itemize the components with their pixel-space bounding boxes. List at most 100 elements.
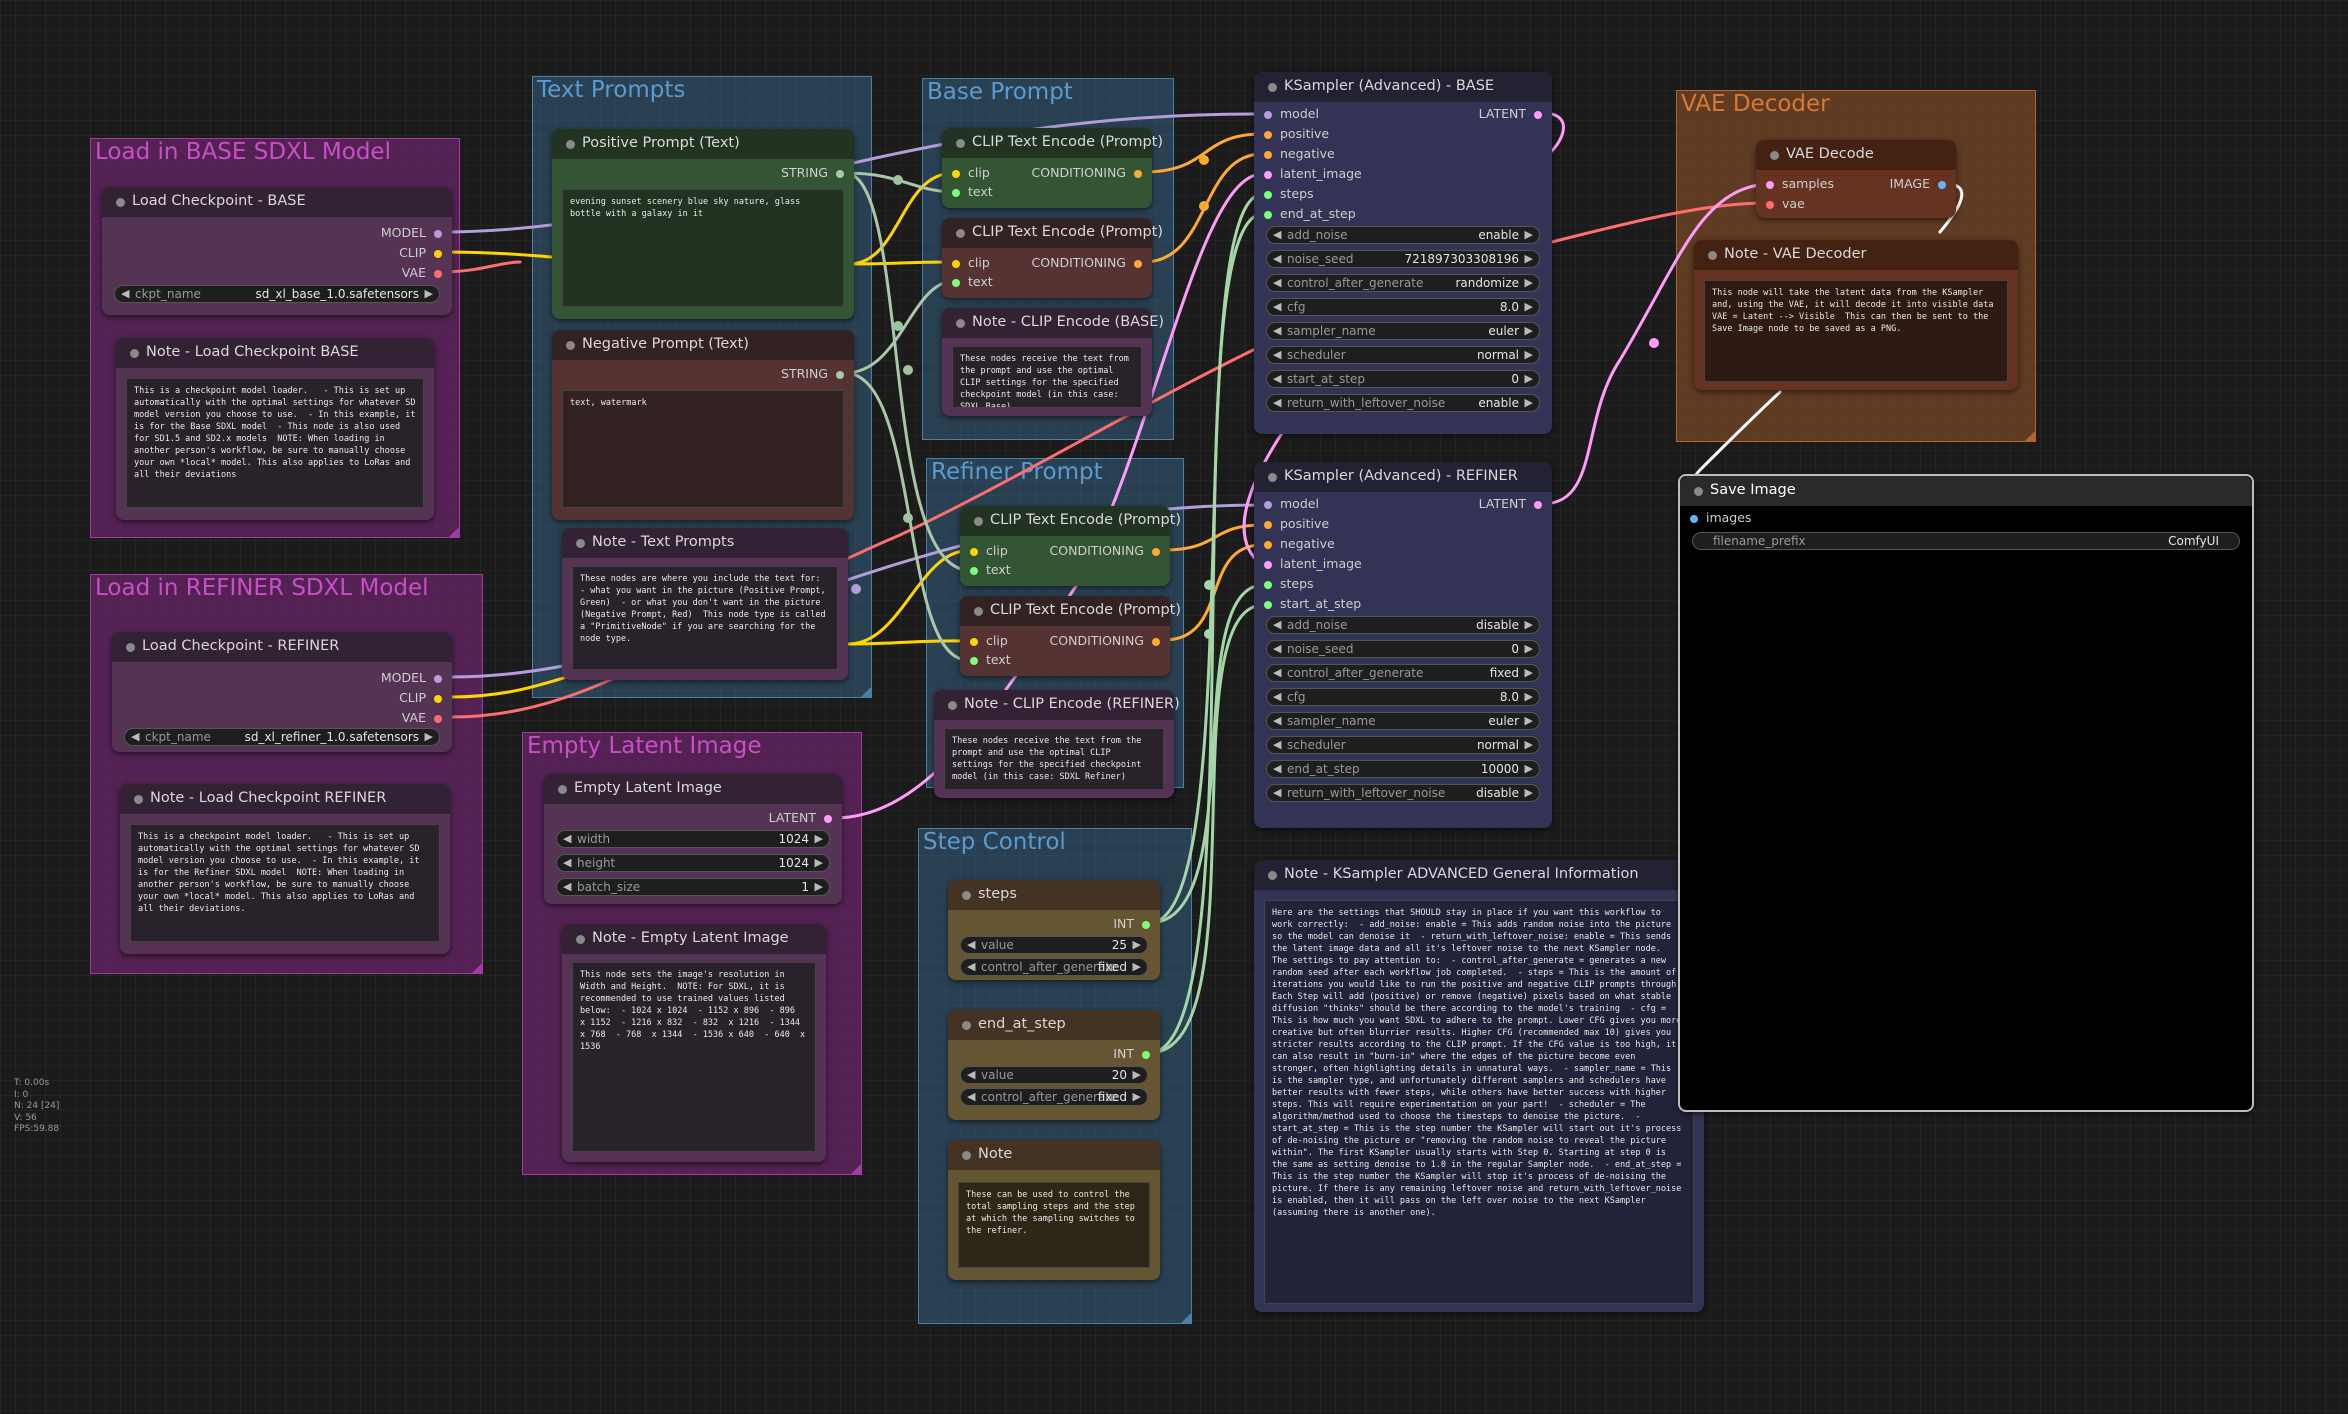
collapse-dot-icon[interactable] bbox=[962, 1021, 971, 1030]
collapse-dot-icon[interactable] bbox=[558, 785, 567, 794]
conditioning-port-dot[interactable] bbox=[1264, 130, 1272, 139]
output-model[interactable]: MODEL bbox=[381, 225, 442, 240]
increment-arrow-icon[interactable]: ▶ bbox=[814, 880, 823, 893]
node-title-bar[interactable]: end_at_step bbox=[948, 1010, 1160, 1040]
model-port-dot[interactable] bbox=[1264, 500, 1272, 509]
note-clip-encode-refiner[interactable]: Note - CLIP Encode (REFINER) These nodes… bbox=[934, 690, 1180, 798]
text-port-dot[interactable] bbox=[952, 278, 960, 287]
int-port-dot[interactable] bbox=[1142, 920, 1150, 929]
output-clip[interactable]: CLIP bbox=[399, 690, 442, 705]
input-end-at-step[interactable]: end_at_step bbox=[1264, 206, 1356, 221]
clip-text-encode-base-positive[interactable]: CLIP Text Encode (Prompt) clip text COND… bbox=[942, 128, 1163, 208]
increment-arrow-icon[interactable]: ▶ bbox=[1524, 762, 1533, 775]
increment-arrow-icon[interactable]: ▶ bbox=[1524, 786, 1533, 799]
increment-arrow-icon[interactable]: ▶ bbox=[1524, 738, 1533, 751]
decrement-arrow-icon[interactable]: ◀ bbox=[1273, 276, 1282, 289]
model-port-dot[interactable] bbox=[434, 229, 442, 238]
increment-arrow-icon[interactable]: ▶ bbox=[1132, 960, 1141, 973]
decrement-arrow-icon[interactable]: ◀ bbox=[967, 1068, 976, 1081]
decrement-arrow-icon[interactable]: ◀ bbox=[967, 1090, 976, 1103]
clip-port-dot[interactable] bbox=[970, 637, 978, 646]
increment-arrow-icon[interactable]: ▶ bbox=[424, 730, 433, 743]
conditioning-port-dot[interactable] bbox=[1264, 150, 1272, 159]
note-clip-encode-base[interactable]: Note - CLIP Encode (BASE) These nodes re… bbox=[942, 308, 1164, 416]
decrement-arrow-icon[interactable]: ◀ bbox=[1273, 666, 1282, 679]
input-model[interactable]: model bbox=[1264, 106, 1319, 121]
decrement-arrow-icon[interactable]: ◀ bbox=[1273, 786, 1282, 799]
int-port-dot[interactable] bbox=[1264, 600, 1272, 609]
input-clip[interactable]: clip bbox=[970, 543, 1008, 558]
output-image[interactable]: IMAGE bbox=[1890, 176, 1946, 191]
input-negative[interactable]: negative bbox=[1264, 536, 1335, 551]
node-title-bar[interactable]: Load Checkpoint - BASE bbox=[102, 187, 452, 217]
model-port-dot[interactable] bbox=[434, 674, 442, 683]
clip-port-dot[interactable] bbox=[952, 169, 960, 178]
collapse-dot-icon[interactable] bbox=[1770, 151, 1779, 160]
decrement-arrow-icon[interactable]: ◀ bbox=[563, 832, 572, 845]
increment-arrow-icon[interactable]: ▶ bbox=[1524, 396, 1533, 409]
increment-arrow-icon[interactable]: ▶ bbox=[814, 832, 823, 845]
image-port-dot[interactable] bbox=[1690, 514, 1698, 523]
note-text-prompts[interactable]: Note - Text Prompts These nodes are wher… bbox=[562, 528, 848, 680]
increment-arrow-icon[interactable]: ▶ bbox=[424, 287, 433, 300]
increment-arrow-icon[interactable]: ▶ bbox=[1524, 666, 1533, 679]
conditioning-port-dot[interactable] bbox=[1264, 540, 1272, 549]
ksampler-advanced-base-node[interactable]: KSampler (Advanced) - BASE model positiv… bbox=[1254, 72, 1552, 434]
collapse-dot-icon[interactable] bbox=[956, 229, 965, 238]
collapse-dot-icon[interactable] bbox=[974, 517, 983, 526]
collapse-dot-icon[interactable] bbox=[1268, 871, 1277, 880]
output-string[interactable]: STRING bbox=[781, 165, 844, 180]
conditioning-port-dot[interactable] bbox=[1152, 547, 1160, 556]
input-latent-image[interactable]: latent_image bbox=[1264, 166, 1362, 181]
node-title-bar[interactable]: CLIP Text Encode (Prompt) bbox=[960, 506, 1181, 536]
collapse-dot-icon[interactable] bbox=[1268, 83, 1277, 92]
input-clip[interactable]: clip bbox=[952, 255, 990, 270]
int-port-dot[interactable] bbox=[1142, 1050, 1150, 1059]
node-title-bar[interactable]: VAE Decode bbox=[1756, 140, 1956, 170]
negative-prompt-textarea[interactable]: text, watermark bbox=[562, 390, 844, 508]
increment-arrow-icon[interactable]: ▶ bbox=[1132, 1068, 1141, 1081]
decrement-arrow-icon[interactable]: ◀ bbox=[121, 287, 130, 300]
collapse-dot-icon[interactable] bbox=[962, 891, 971, 900]
input-vae[interactable]: vae bbox=[1766, 196, 1805, 211]
decrement-arrow-icon[interactable]: ◀ bbox=[967, 938, 976, 951]
increment-arrow-icon[interactable]: ▶ bbox=[1524, 228, 1533, 241]
node-title-bar[interactable]: CLIP Text Encode (Prompt) bbox=[960, 596, 1181, 626]
negative-prompt-node[interactable]: Negative Prompt (Text) STRING text, wate… bbox=[552, 330, 854, 520]
output-string[interactable]: STRING bbox=[781, 366, 844, 381]
note-text[interactable]: These nodes receive the text from the pr… bbox=[952, 346, 1142, 408]
clip-text-encode-refiner-negative[interactable]: CLIP Text Encode (Prompt) clip text COND… bbox=[960, 596, 1181, 676]
load-checkpoint-refiner-node[interactable]: Load Checkpoint - REFINER MODEL CLIP VAE… bbox=[112, 632, 452, 752]
input-latent-image[interactable]: latent_image bbox=[1264, 556, 1362, 571]
input-images[interactable]: images bbox=[1690, 510, 1751, 525]
output-model[interactable]: MODEL bbox=[381, 670, 442, 685]
input-steps[interactable]: steps bbox=[1264, 576, 1314, 591]
node-title-bar[interactable]: KSampler (Advanced) - BASE bbox=[1254, 72, 1552, 102]
input-start-at-step[interactable]: start_at_step bbox=[1264, 596, 1361, 611]
increment-arrow-icon[interactable]: ▶ bbox=[1132, 938, 1141, 951]
decrement-arrow-icon[interactable]: ◀ bbox=[1273, 642, 1282, 655]
collapse-dot-icon[interactable] bbox=[1268, 473, 1277, 482]
node-title-bar[interactable]: Positive Prompt (Text) bbox=[552, 129, 854, 159]
image-port-dot[interactable] bbox=[1938, 180, 1946, 189]
decrement-arrow-icon[interactable]: ◀ bbox=[1273, 738, 1282, 751]
decrement-arrow-icon[interactable]: ◀ bbox=[1273, 300, 1282, 313]
input-text[interactable]: text bbox=[952, 274, 993, 289]
note-ksampler-general-info[interactable]: Note - KSampler ADVANCED General Informa… bbox=[1254, 860, 1704, 1312]
